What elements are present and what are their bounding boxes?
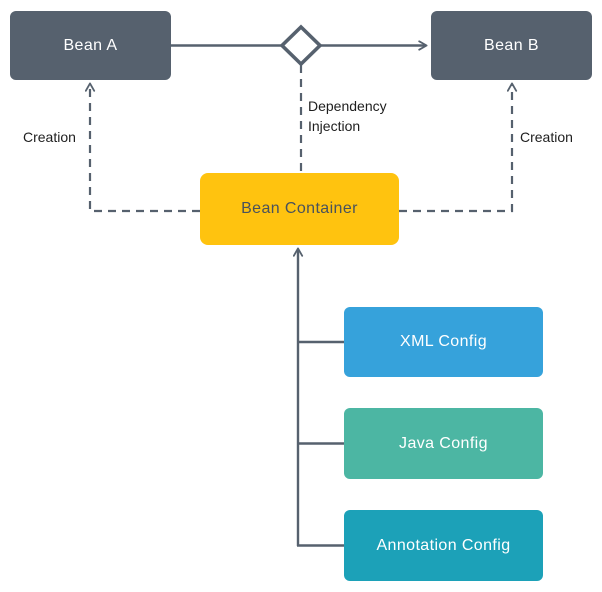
bean-a-label: Bean A	[63, 36, 118, 54]
bean-container-node: Bean Container	[200, 173, 399, 245]
java-config-label: Java Config	[399, 434, 488, 452]
diamond-icon	[279, 24, 323, 67]
bean-container-label: Bean Container	[241, 200, 358, 217]
creation-left-label: Creation	[23, 129, 76, 145]
xml-config-node: XML Config	[344, 307, 543, 377]
annotation-config-label: Annotation Config	[376, 536, 511, 554]
xml-config-label: XML Config	[400, 333, 487, 350]
bean-b-node: Bean B	[431, 11, 592, 80]
java-config-node: Java Config	[344, 408, 543, 479]
dependency-injection-label: Dependency Injection	[308, 98, 387, 134]
bean-b-label: Bean B	[484, 36, 539, 54]
annotation-config-node: Annotation Config	[344, 510, 543, 581]
container-to-bean-b-creation-arrow	[399, 84, 512, 213]
bean-a-node: Bean A	[10, 11, 171, 80]
container-to-bean-a-creation-arrow	[90, 84, 200, 213]
creation-right-label: Creation	[520, 129, 573, 145]
